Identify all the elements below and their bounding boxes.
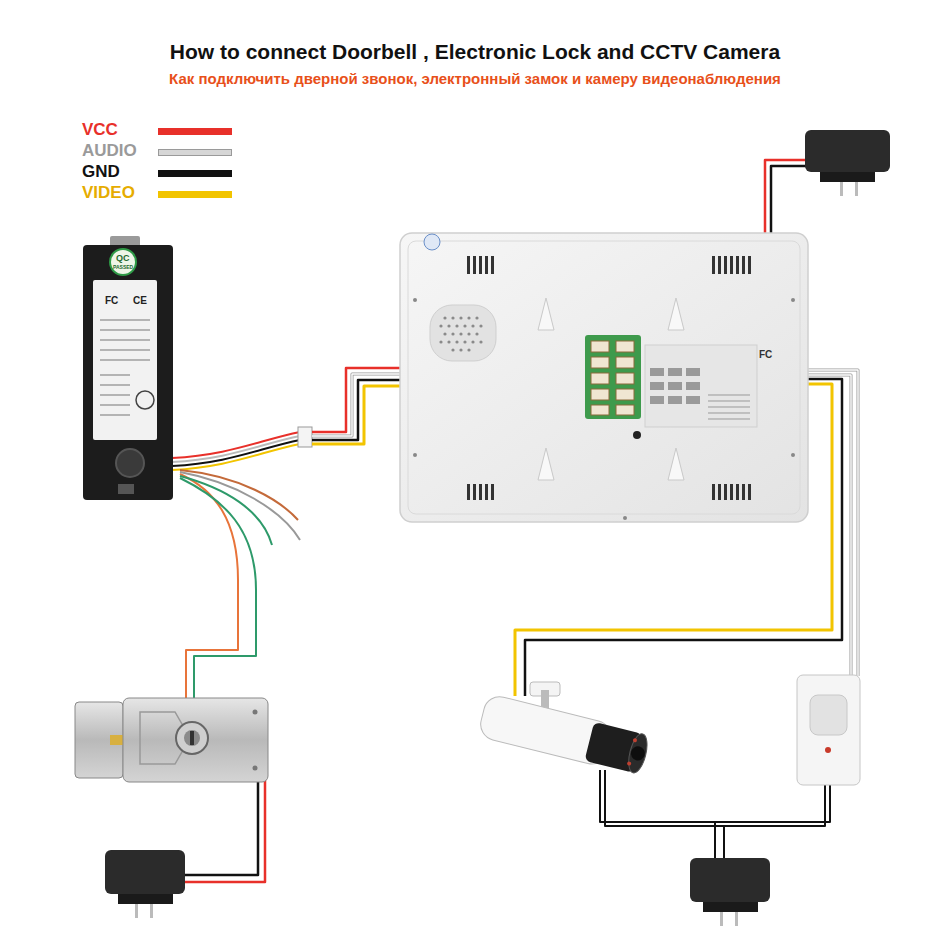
legend-swatch — [158, 191, 232, 198]
legend-label: VIDEO — [82, 184, 135, 203]
legend-swatch — [158, 170, 232, 177]
fc-mark: FC — [105, 295, 118, 306]
subtitle: Как подключить дверной звонок, электронн… — [0, 71, 950, 88]
legend-swatch — [158, 149, 232, 156]
fc-mark: FC — [759, 349, 772, 360]
qc-passed: PASSED — [113, 265, 133, 271]
ce-mark: CE — [133, 295, 147, 306]
legend-label: GND — [82, 163, 120, 182]
qc-mark: QC — [116, 254, 130, 264]
legend-label: AUDIO — [82, 142, 137, 161]
legend-swatch — [158, 128, 232, 135]
legend-label: VCC — [82, 121, 118, 140]
diagram-title: How to connect Doorbell , Electronic Loc… — [0, 40, 950, 64]
